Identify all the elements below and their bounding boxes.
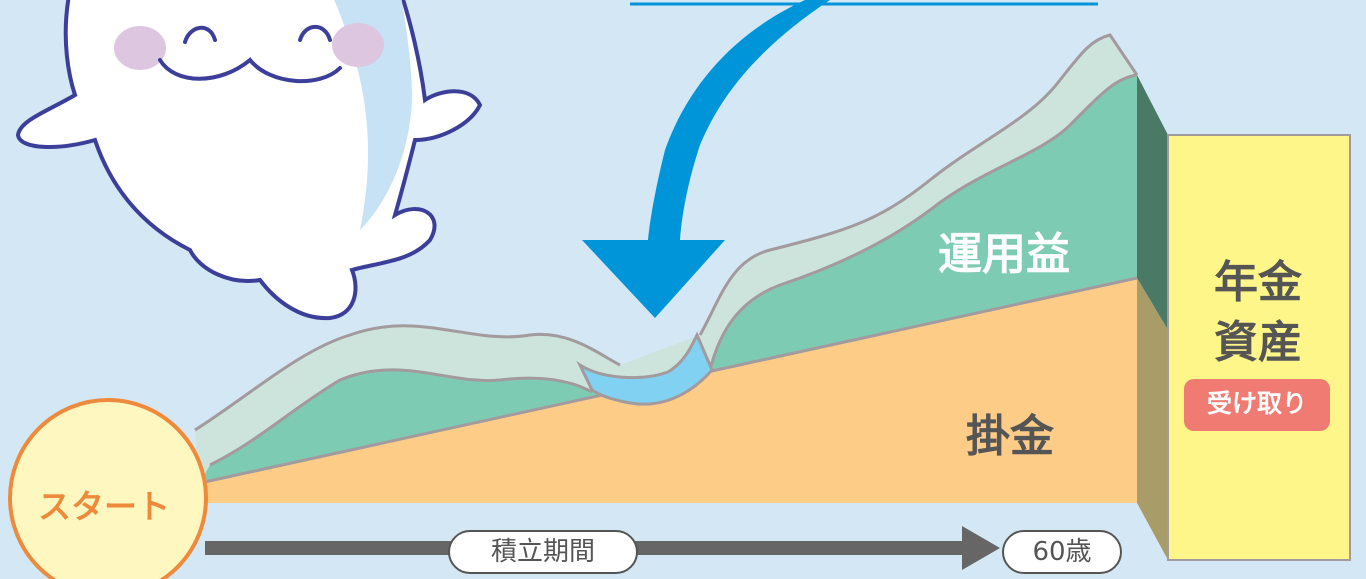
timeline-arrow-icon	[962, 526, 1000, 570]
pension-asset-line1: 年金	[1214, 257, 1302, 308]
age-60-label: 60歳	[1002, 530, 1122, 574]
lower-wave-outline	[209, 73, 1138, 467]
market-dip-area	[576, 331, 714, 406]
profit-label: 運用益	[938, 229, 1070, 280]
start-circle	[8, 398, 208, 579]
receive-badge: 受け取り	[1184, 379, 1330, 431]
profit-band-light	[195, 35, 1137, 483]
mascot-character	[15, 0, 483, 321]
start-label: スタート	[38, 487, 170, 526]
accumulation-period-label: 積立期間	[448, 530, 638, 574]
profit-area	[200, 75, 1137, 483]
pension-asset-line2: 資産	[1214, 317, 1302, 368]
upper-wave-outline	[194, 33, 1139, 432]
curved-arrow-down-icon	[582, 0, 830, 318]
pension-asset-block	[1167, 134, 1351, 561]
asset-block-shadow-bottom	[1137, 278, 1168, 560]
contribution-label: 掛金	[966, 411, 1054, 462]
asset-block-shadow-top	[1137, 75, 1168, 330]
